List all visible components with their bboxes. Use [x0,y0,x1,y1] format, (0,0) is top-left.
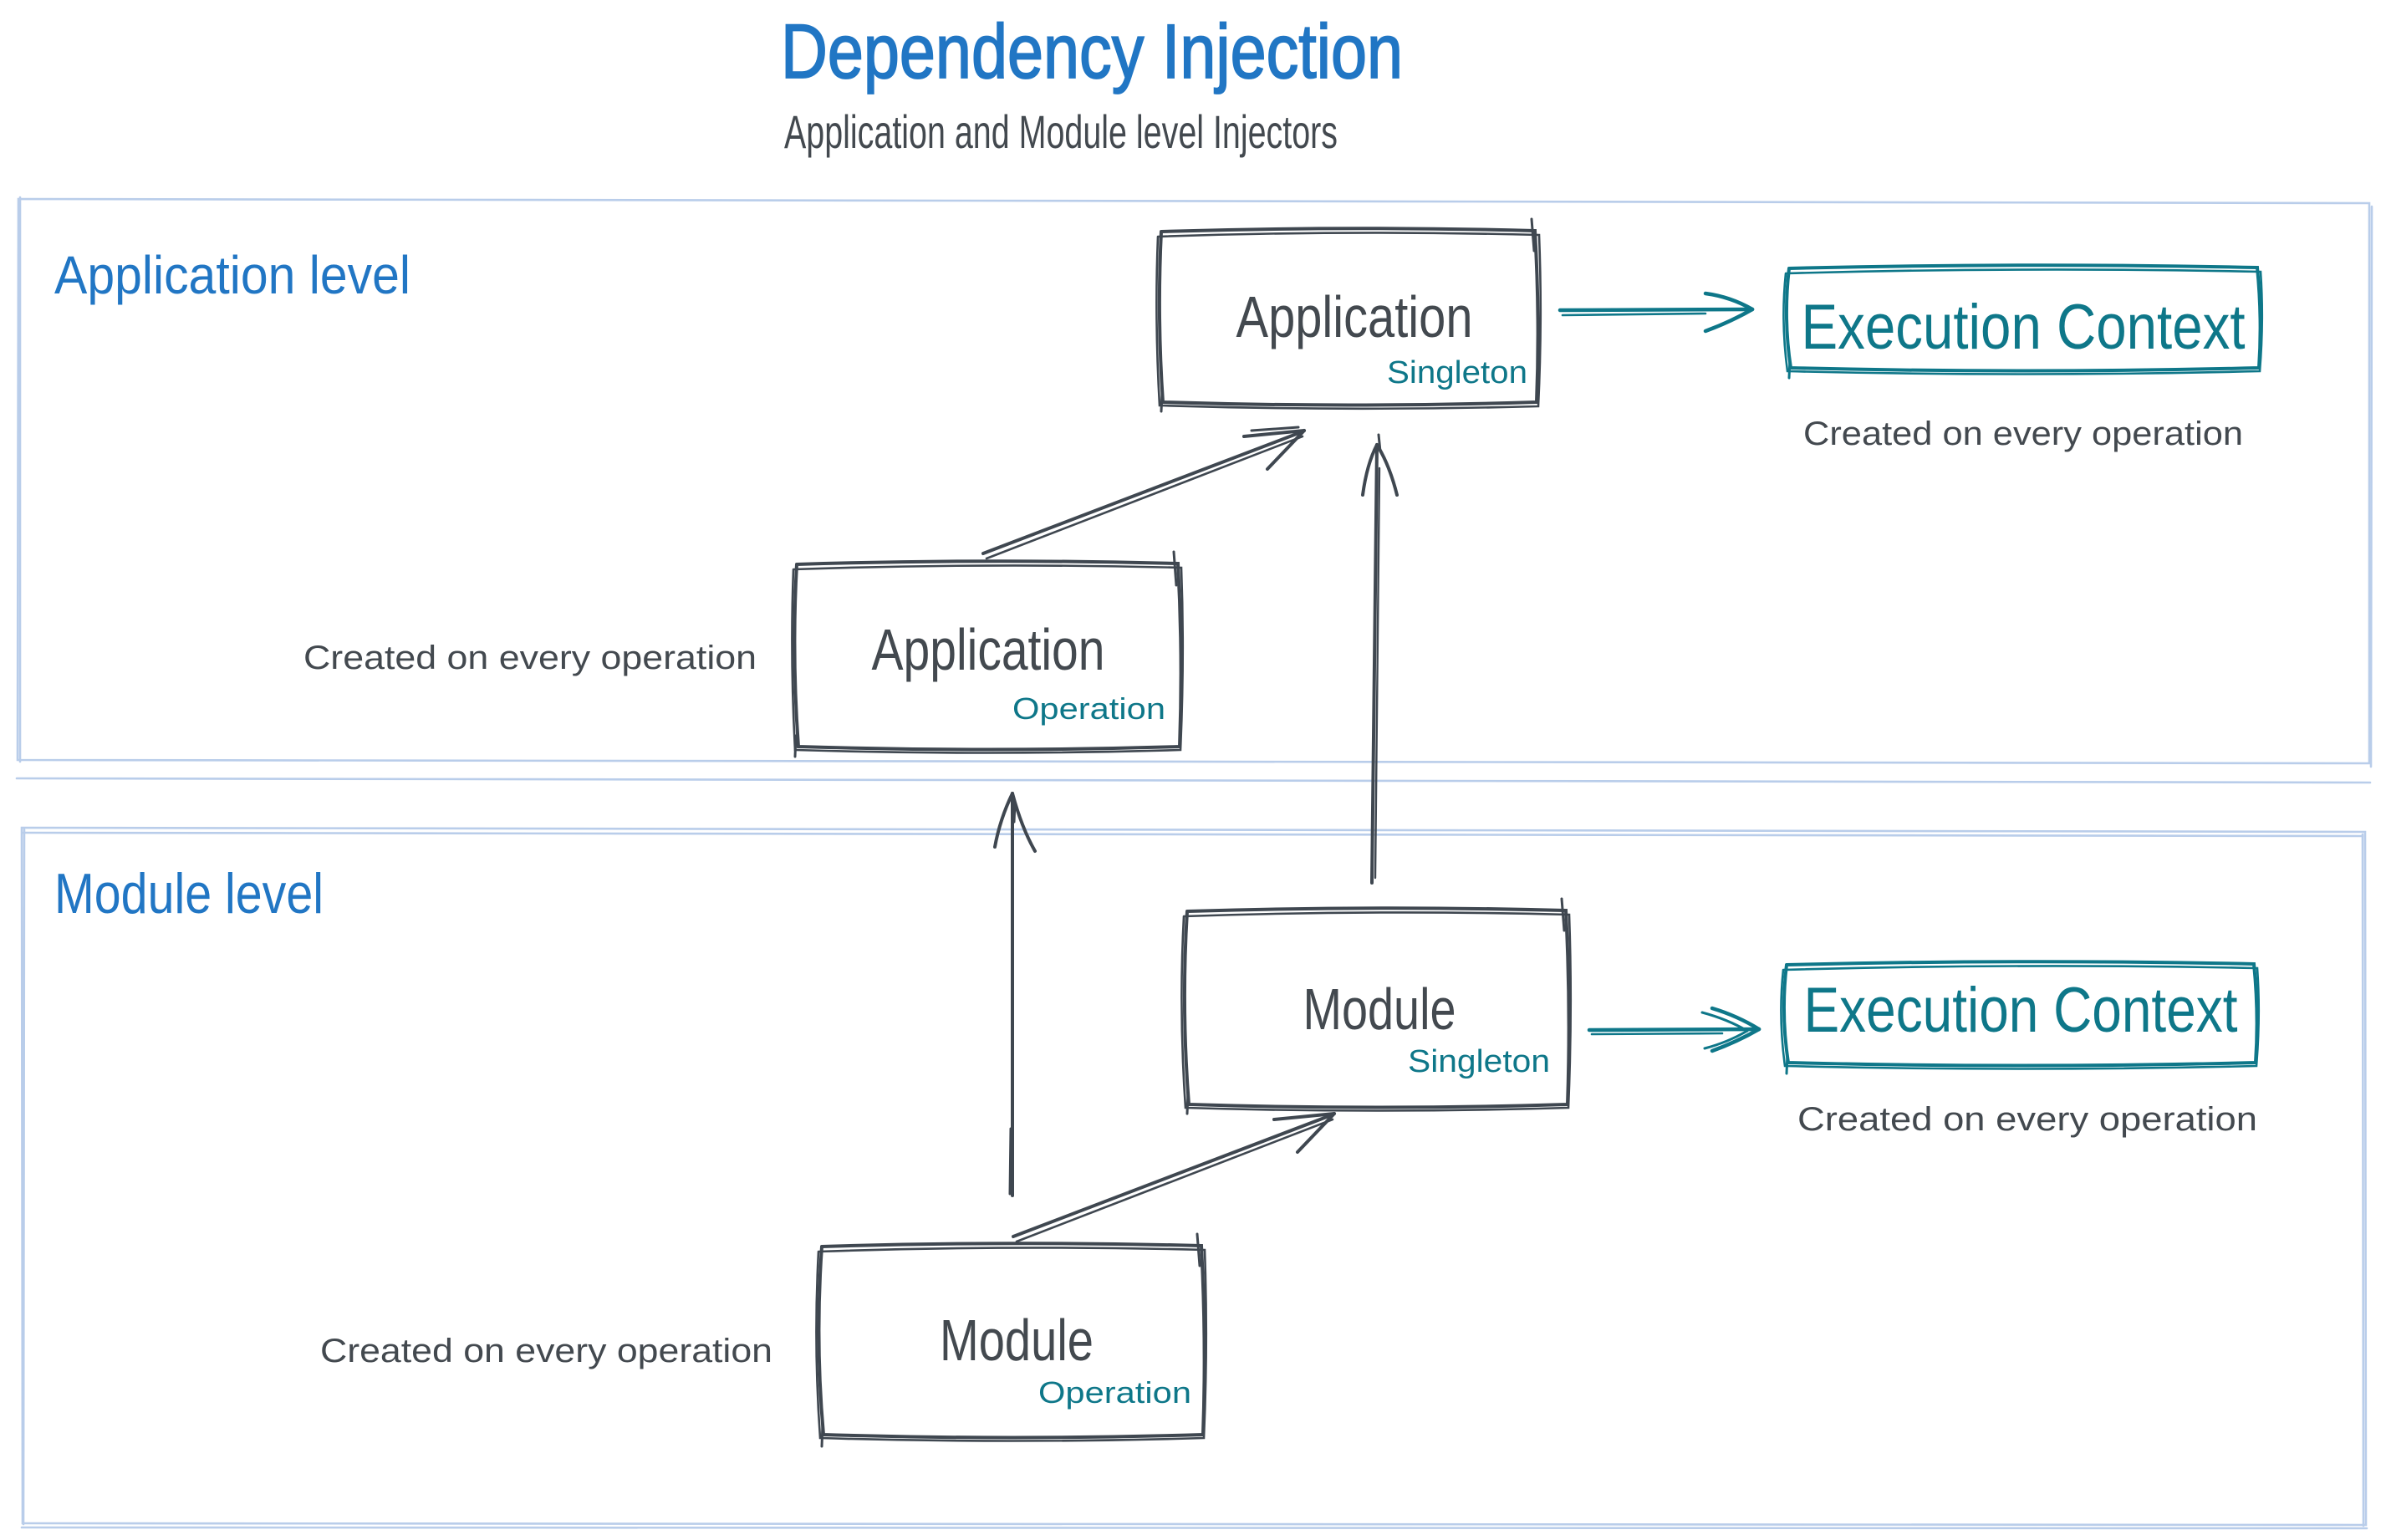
svg-text:Execution Context: Execution Context [1804,975,2238,1046]
svg-text:Application: Application [1236,284,1473,349]
svg-text:Dependency Injection: Dependency Injection [781,9,1403,94]
svg-text:Application: Application [872,617,1105,682]
svg-text:Operation: Operation [1012,691,1165,726]
svg-text:Created on every operation: Created on every operation [1803,416,2243,452]
svg-text:Created on every operation: Created on every operation [1797,1101,2257,1138]
svg-text:Created on every operation: Created on every operation [303,640,757,676]
svg-text:Module: Module [940,1308,1094,1373]
svg-text:Created on every operation: Created on every operation [320,1333,772,1369]
svg-text:Application level: Application level [54,245,410,305]
svg-text:Singleton: Singleton [1387,355,1527,390]
svg-text:Execution Context: Execution Context [1802,292,2246,363]
svg-text:Module: Module [1303,977,1456,1042]
svg-text:Singleton: Singleton [1408,1044,1550,1079]
svg-text:Module level: Module level [54,862,324,926]
svg-text:Application and Module level I: Application and Module level Injectors [784,105,1338,158]
svg-text:Operation: Operation [1038,1375,1191,1410]
